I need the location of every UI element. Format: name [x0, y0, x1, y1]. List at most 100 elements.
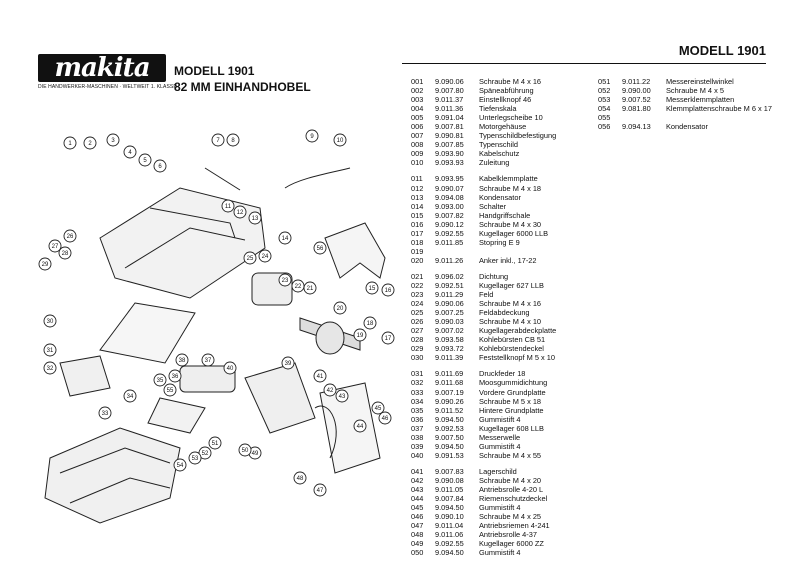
callout-label: 26: [67, 234, 74, 240]
part-description: Kohlebürsten CB 51: [479, 335, 546, 345]
callout-label: 3: [111, 138, 115, 144]
part-code: 9.093.93: [435, 158, 464, 168]
callout-label: 13: [252, 216, 259, 222]
part-description: Antriebsrolle 4-37: [479, 530, 537, 540]
part-number: 053: [598, 95, 611, 105]
callout-marker: 10: [333, 133, 347, 147]
callout-label: 56: [317, 246, 324, 252]
part-description: Lagerschild: [479, 466, 517, 476]
part-description: Schraube M 4 x 30: [479, 219, 542, 229]
callout-marker: 14: [278, 231, 292, 245]
part-code: 9.090.06: [435, 299, 464, 309]
part-code: 9.011.39: [435, 353, 464, 363]
part-number: 041: [411, 466, 424, 476]
callout-label: 50: [242, 448, 249, 454]
part-number: 038: [411, 432, 424, 442]
callout-label: 4: [128, 150, 132, 156]
part-description: Feld: [479, 290, 494, 300]
part-number: 016: [411, 219, 424, 229]
part-number: 026: [411, 317, 424, 327]
callout-label: 22: [295, 284, 302, 290]
part-code: 9.092.55: [435, 228, 464, 238]
callout-marker: 16: [381, 283, 395, 297]
part-number: 023: [411, 290, 424, 300]
part-code: 9.011.36: [435, 104, 464, 114]
callout-label: 27: [52, 244, 59, 250]
callout-marker: 43: [335, 389, 349, 403]
callout-marker: 8: [226, 133, 240, 147]
callout-label: 39: [285, 361, 292, 367]
part-description: Kondensator: [666, 122, 708, 132]
part-description: Schraube M 4 x 55: [479, 450, 542, 460]
part-code: 9.094.50: [435, 503, 464, 513]
part-number: 040: [411, 450, 424, 460]
part-code: 9.011.37: [435, 95, 464, 105]
part-code: 9.091.04: [435, 113, 464, 123]
callout-marker: 13: [248, 211, 262, 225]
callout-label: 34: [127, 394, 134, 400]
callout-label: 29: [42, 262, 49, 268]
part-number: 018: [411, 237, 424, 247]
part-code: 9.007.82: [435, 210, 464, 220]
makita-logo: makita DIE HANDWERKER-MASCHINEN · WELTWE…: [38, 54, 177, 90]
part-description: Gummistift 4: [479, 414, 521, 424]
callout-label: 10: [337, 138, 344, 144]
part-number: 045: [411, 503, 424, 513]
part-code: 9.011.04: [435, 521, 464, 531]
callout-label: 21: [307, 286, 314, 292]
model-title-left: MODELL 1901: [174, 64, 255, 78]
model-title-right: MODELL 1901: [678, 43, 766, 58]
part-number: 054: [598, 104, 611, 114]
part-number: 049: [411, 539, 424, 549]
part-code: 9.093.58: [435, 335, 464, 345]
callout-label: 41: [317, 374, 324, 380]
part-number: 031: [411, 369, 424, 379]
part-code: 9.090.08: [435, 475, 464, 485]
part-description: Messereinstellwinkel: [666, 77, 734, 86]
part-number: 037: [411, 423, 424, 433]
callout-label: 6: [158, 164, 162, 170]
callout-marker: 53: [188, 451, 202, 465]
part-description: Feststellknopf M 5 x 10: [479, 353, 555, 363]
callout-marker: 29: [38, 257, 52, 271]
part-description: Kugellager 608 LLB: [479, 423, 544, 433]
part-description: Anker inkl., 17-22: [479, 255, 537, 265]
part-description: Einstellknopf 46: [479, 95, 532, 105]
callout-label: 53: [192, 456, 199, 462]
callout-marker: 28: [58, 246, 72, 260]
part-row: 055: [598, 113, 772, 122]
part-number: 004: [411, 104, 424, 114]
callout-marker: 1: [63, 136, 77, 150]
part-code: 9.090.12: [435, 219, 464, 229]
callout-label: 47: [317, 488, 324, 494]
callout-marker: 32: [43, 361, 57, 375]
callout-marker: 47: [313, 483, 327, 497]
part-code: 9.007.02: [435, 326, 464, 336]
part-code: 9.007.85: [435, 140, 464, 150]
part-code: 9.011.29: [435, 290, 464, 300]
part-description: Späneabführung: [479, 86, 534, 96]
tool-subtitle: 82 MM EINHANDHOBEL: [174, 80, 311, 94]
part-description: Schraube M 4 x 16: [479, 299, 542, 309]
part-description: Feldabdeckung: [479, 308, 530, 318]
part-description: Schraube M 4 x 20: [479, 475, 542, 485]
